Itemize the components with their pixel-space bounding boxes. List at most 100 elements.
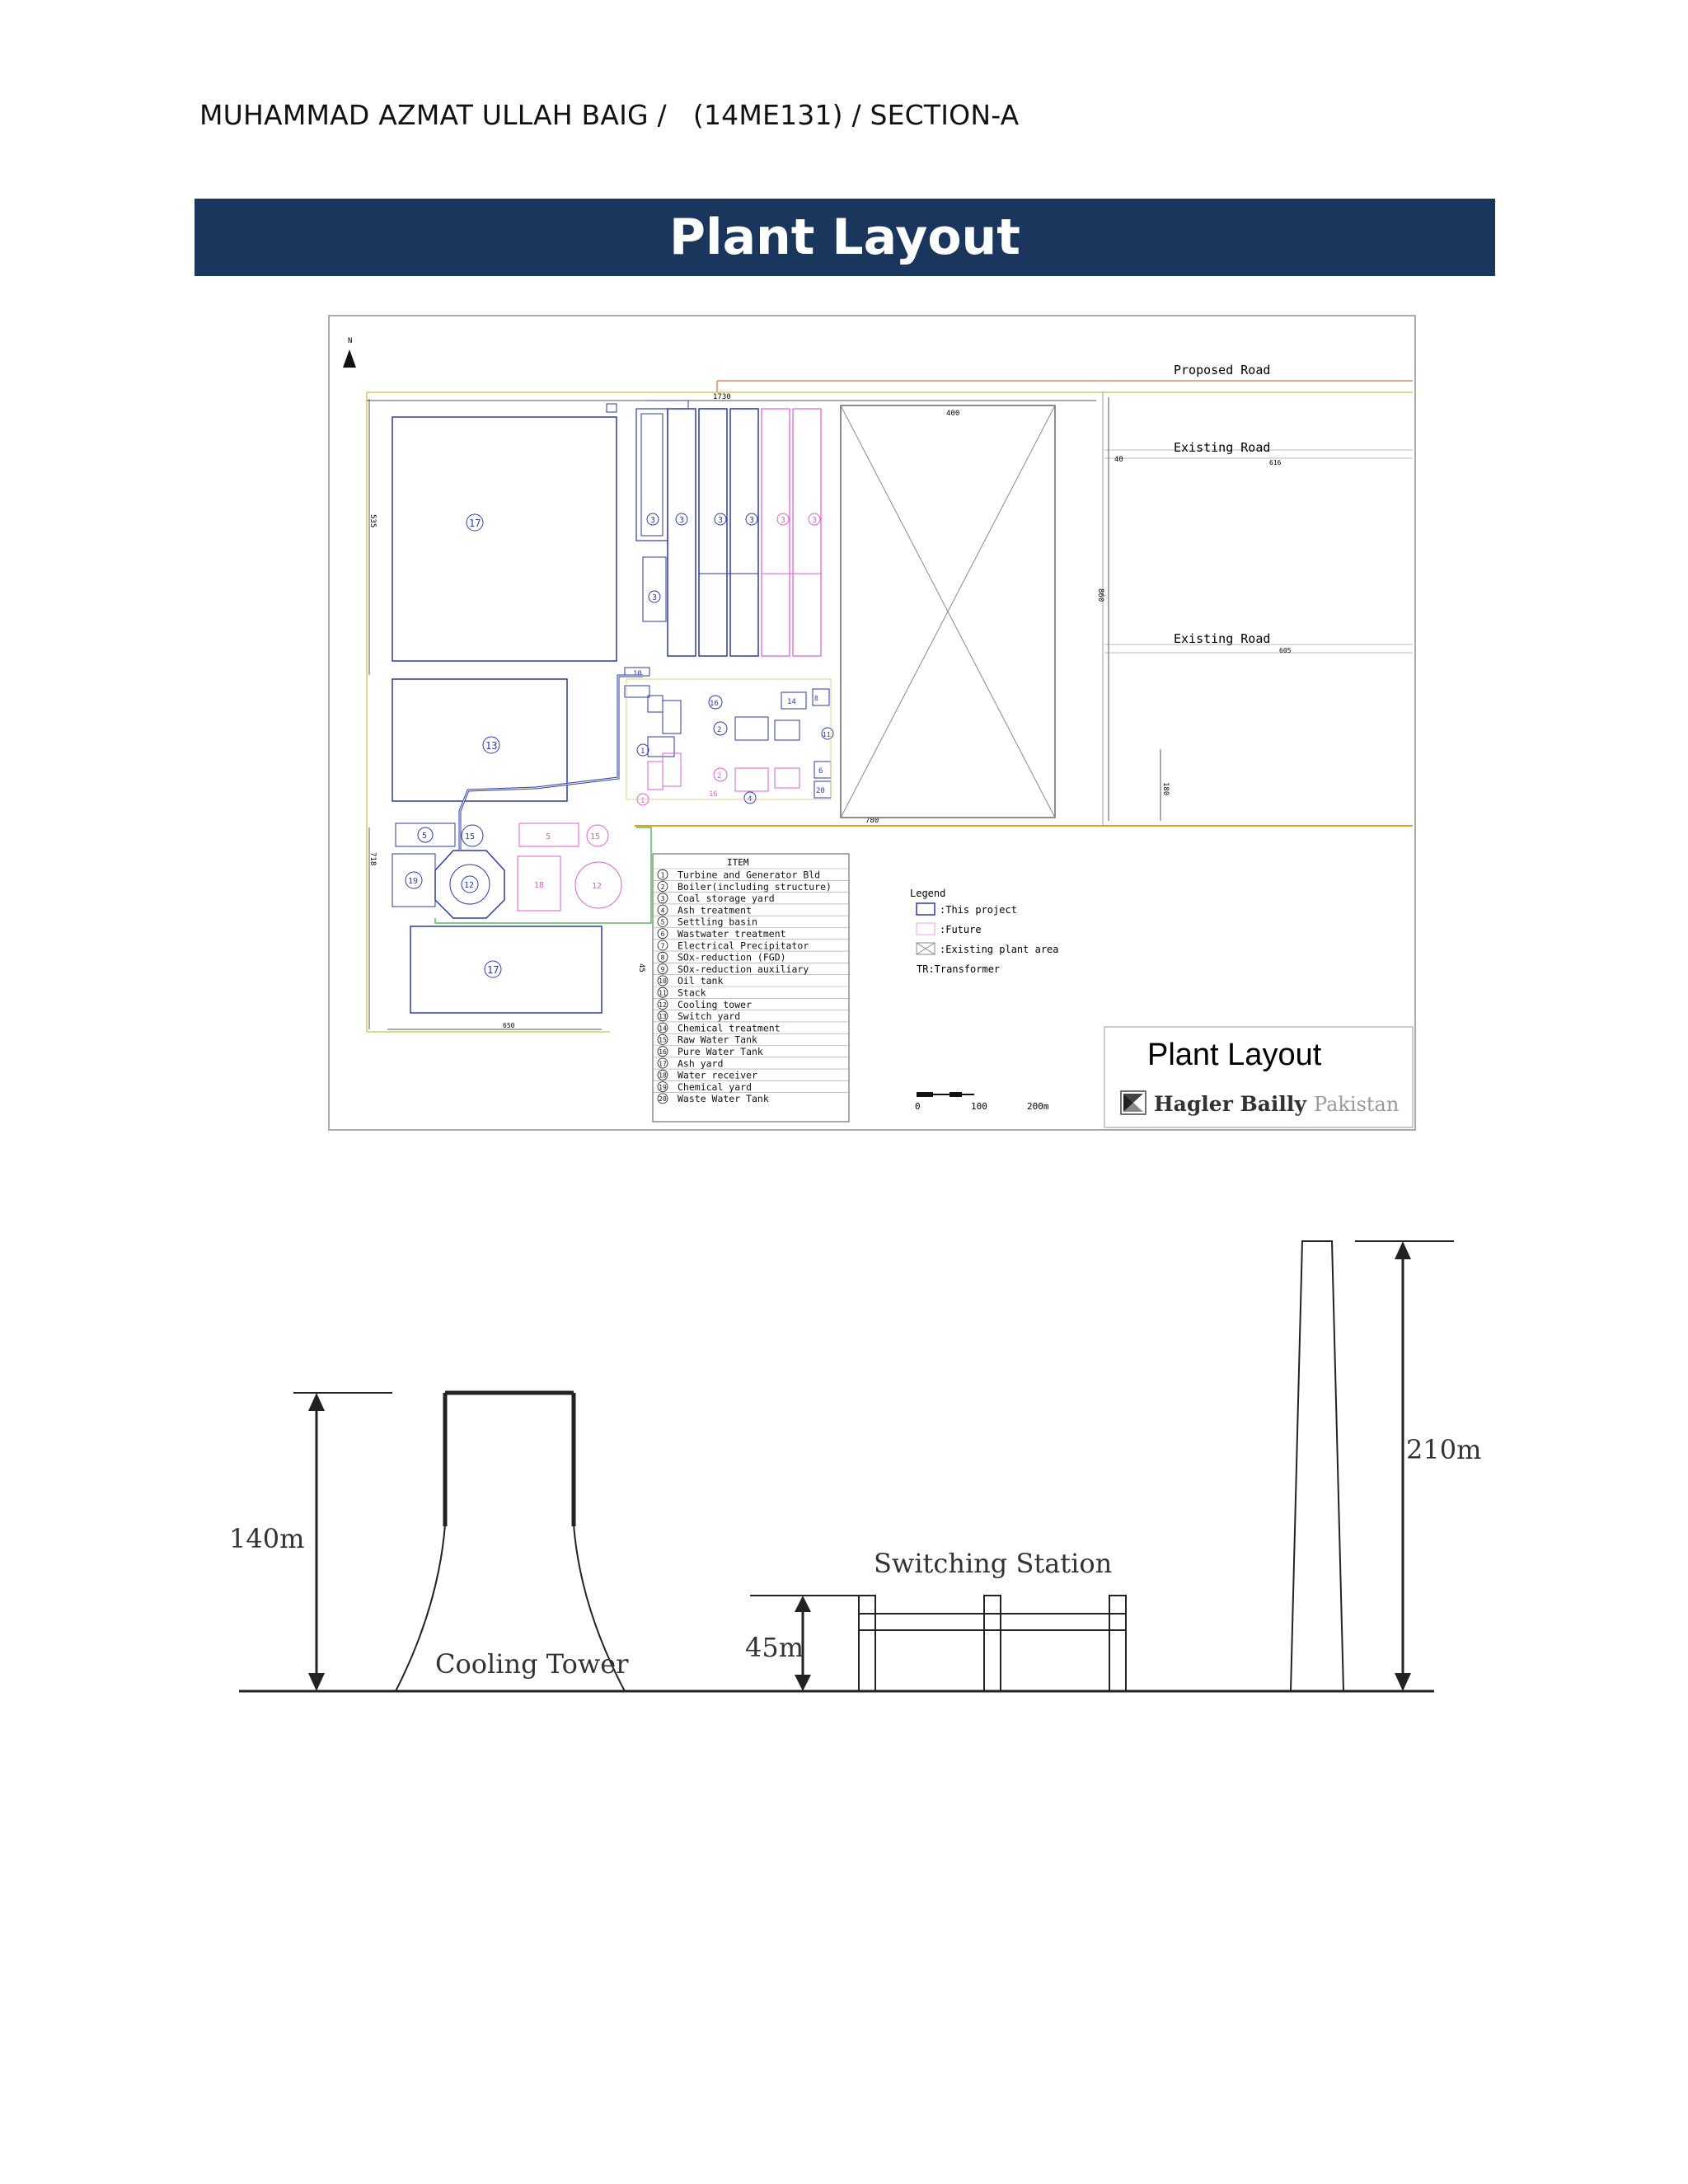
svg-text:15: 15 bbox=[590, 832, 600, 841]
item-number: 20 bbox=[659, 1095, 667, 1103]
item-label: Chemical treatment bbox=[678, 1022, 781, 1033]
title-block bbox=[1104, 1026, 1414, 1128]
ash-yard-bottom bbox=[410, 926, 603, 1014]
item-label: Boiler(including structure) bbox=[678, 881, 832, 893]
ash-yard-top bbox=[392, 416, 617, 662]
svg-text:10: 10 bbox=[633, 670, 642, 678]
cooling-tower-shape bbox=[395, 1393, 446, 1692]
legend-this-project-swatch bbox=[916, 902, 935, 916]
svg-text::Future: :Future bbox=[940, 924, 982, 935]
title-block-title: Plant Layout bbox=[1147, 1038, 1322, 1072]
svg-text:2: 2 bbox=[717, 726, 721, 734]
svg-text:535: 535 bbox=[368, 514, 377, 527]
item-label: Waste Water Tank bbox=[678, 1093, 769, 1104]
existing-road-mid-label: Existing Road bbox=[1174, 631, 1270, 646]
item-label: Electrical Precipitator bbox=[678, 940, 809, 951]
item-number: 18 bbox=[659, 1072, 667, 1080]
svg-text:17: 17 bbox=[487, 964, 499, 976]
existing-plant-area bbox=[840, 405, 1056, 818]
svg-text:TR:Transformer: TR:Transformer bbox=[917, 963, 1000, 975]
item-label: Pure Water Tank bbox=[678, 1046, 763, 1057]
north-label: N bbox=[348, 337, 352, 345]
item-number: 19 bbox=[659, 1084, 667, 1091]
item-label: Stack bbox=[678, 987, 706, 999]
svg-text:45: 45 bbox=[637, 963, 645, 972]
item-number: 7 bbox=[661, 942, 665, 949]
svg-text:18: 18 bbox=[534, 881, 544, 890]
item-number: 15 bbox=[659, 1037, 667, 1044]
svg-text:6: 6 bbox=[818, 767, 823, 776]
item-number: 8 bbox=[661, 954, 665, 962]
item-label: Settling basin bbox=[678, 916, 757, 928]
switch-yard bbox=[392, 678, 568, 802]
item-label: Oil tank bbox=[678, 975, 723, 987]
svg-text::Existing plant area: :Existing plant area bbox=[940, 944, 1059, 955]
switching-station-shape bbox=[858, 1595, 1127, 1692]
north-arrow-icon bbox=[343, 349, 356, 368]
switching-station-height: 45m bbox=[745, 1632, 804, 1663]
company-country: Pakistan bbox=[1314, 1093, 1399, 1116]
svg-text:2: 2 bbox=[717, 772, 721, 780]
svg-text:180: 180 bbox=[1161, 782, 1170, 795]
svg-text:15: 15 bbox=[465, 832, 475, 841]
svg-text:16: 16 bbox=[709, 790, 718, 799]
item-number: 17 bbox=[659, 1060, 667, 1067]
item-number: 10 bbox=[659, 977, 667, 985]
svg-text:1730: 1730 bbox=[713, 393, 731, 401]
svg-text:14: 14 bbox=[787, 698, 796, 706]
svg-text:3: 3 bbox=[650, 516, 655, 525]
svg-text:5: 5 bbox=[422, 832, 427, 841]
elevation-drawing: Cooling Tower 140m Switching Station 45m… bbox=[223, 1220, 1484, 1714]
svg-text:1: 1 bbox=[640, 748, 645, 756]
svg-text:3: 3 bbox=[781, 516, 785, 525]
item-label: Water receiver bbox=[678, 1070, 757, 1081]
settling-basin bbox=[395, 823, 456, 847]
svg-text:780: 780 bbox=[865, 817, 879, 825]
item-number: 1 bbox=[661, 872, 665, 879]
item-number: 3 bbox=[661, 895, 665, 902]
stack-height: 210m bbox=[1406, 1434, 1481, 1465]
existing-road-top-label: Existing Road bbox=[1174, 440, 1270, 455]
cooling-tower-height: 140m bbox=[229, 1523, 304, 1554]
item-label: Chemical yard bbox=[678, 1081, 752, 1093]
svg-text:200m: 200m bbox=[1027, 1101, 1049, 1112]
item-label: SOx-reduction (FGD) bbox=[678, 952, 786, 963]
item-label: Switch yard bbox=[678, 1010, 740, 1022]
item-number: 16 bbox=[659, 1048, 667, 1056]
svg-text:3: 3 bbox=[679, 516, 684, 525]
item-number: 11 bbox=[659, 990, 667, 997]
svg-text:17: 17 bbox=[469, 518, 481, 529]
svg-text:16: 16 bbox=[710, 700, 719, 708]
item-number: 6 bbox=[661, 930, 665, 938]
svg-text::This project: :This project bbox=[940, 904, 1017, 916]
svg-text:400: 400 bbox=[946, 410, 959, 418]
item-label: SOx-reduction auxiliary bbox=[678, 963, 809, 975]
item-number: 5 bbox=[661, 919, 665, 926]
cooling-tower-label: Cooling Tower bbox=[435, 1648, 629, 1680]
author-line: MUHAMMAD AZMAT ULLAH BAIG / (14ME131) / … bbox=[199, 99, 1020, 131]
svg-text:12: 12 bbox=[592, 882, 602, 891]
plan-svg: N Proposed Road Existing Road Existing R… bbox=[343, 337, 1414, 1128]
svg-text:12: 12 bbox=[464, 881, 474, 890]
svg-text:718: 718 bbox=[368, 852, 377, 865]
svg-text:3: 3 bbox=[812, 516, 817, 525]
item-number: 12 bbox=[659, 1001, 667, 1009]
item-table bbox=[652, 853, 850, 1122]
future-settling-basin bbox=[518, 823, 579, 847]
svg-text:3: 3 bbox=[652, 593, 657, 602]
title-banner: Plant Layout bbox=[195, 199, 1495, 276]
item-label: Cooling tower bbox=[678, 999, 752, 1010]
svg-text:19: 19 bbox=[408, 877, 418, 886]
page-title: Plant Layout bbox=[669, 209, 1020, 266]
item-number: 14 bbox=[659, 1024, 667, 1032]
item-label: Turbine and Generator Bld bbox=[678, 869, 820, 881]
cooling-tower-plan bbox=[434, 850, 505, 919]
plant-layout-drawing: N Proposed Road Existing Road Existing R… bbox=[328, 315, 1416, 1131]
proposed-road-label: Proposed Road bbox=[1174, 363, 1270, 377]
svg-text:860: 860 bbox=[1096, 588, 1104, 602]
svg-text:20: 20 bbox=[816, 787, 825, 795]
company-name: Hagler Bailly bbox=[1154, 1092, 1307, 1116]
item-number: 2 bbox=[661, 883, 665, 891]
legend-future-swatch bbox=[916, 922, 935, 935]
item-label: Raw Water Tank bbox=[678, 1034, 757, 1046]
